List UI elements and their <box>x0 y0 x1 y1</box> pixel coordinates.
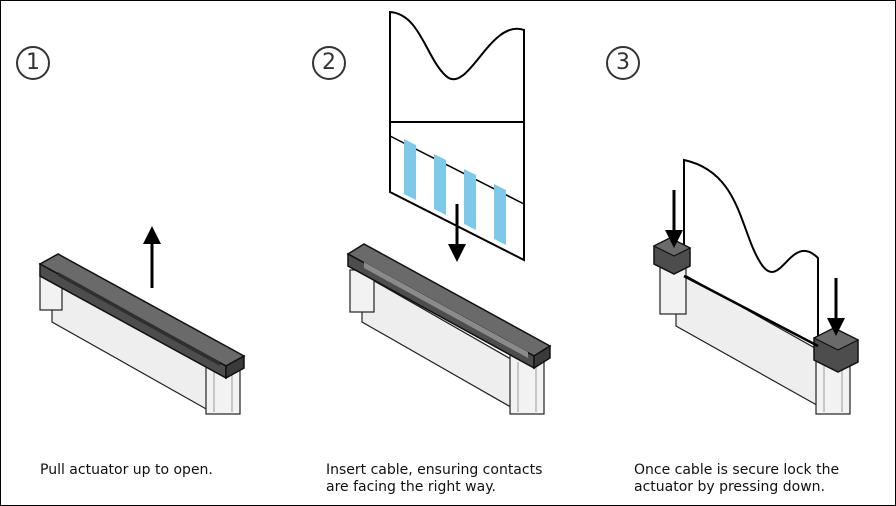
step-3-caption-line-1: Once cable is secure lock the <box>634 462 840 478</box>
step-2-number: 2 <box>312 46 346 80</box>
step-3-caption: Once cable is secure lock the actuator b… <box>634 462 839 496</box>
step-3-right-down-arrow <box>827 278 845 336</box>
step-3-left-down-arrow <box>665 190 683 248</box>
step-2-illustration <box>346 10 552 415</box>
step-2-caption-line-1: Insert cable, ensuring contacts <box>326 462 543 478</box>
step-3-cable <box>683 158 819 348</box>
step-1-caption-line-1: Pull actuator up to open. <box>40 462 213 478</box>
step-2-caption-line-2: are facing the right way. <box>326 479 496 495</box>
step-3-caption-line-2: actuator by pressing down. <box>634 479 825 495</box>
step-3-actuator <box>652 237 860 373</box>
step-3-number: 3 <box>606 46 640 80</box>
step-2-caption: Insert cable, ensuring contacts are faci… <box>326 462 542 496</box>
step-3-illustration <box>652 158 860 415</box>
step-1-up-arrow <box>143 226 161 288</box>
step-1-caption: Pull actuator up to open. <box>40 462 213 479</box>
step-2-down-arrow <box>448 204 466 262</box>
step-1-illustration <box>38 226 246 415</box>
step-2-cable <box>389 10 525 262</box>
step-1-number: 1 <box>16 46 50 80</box>
